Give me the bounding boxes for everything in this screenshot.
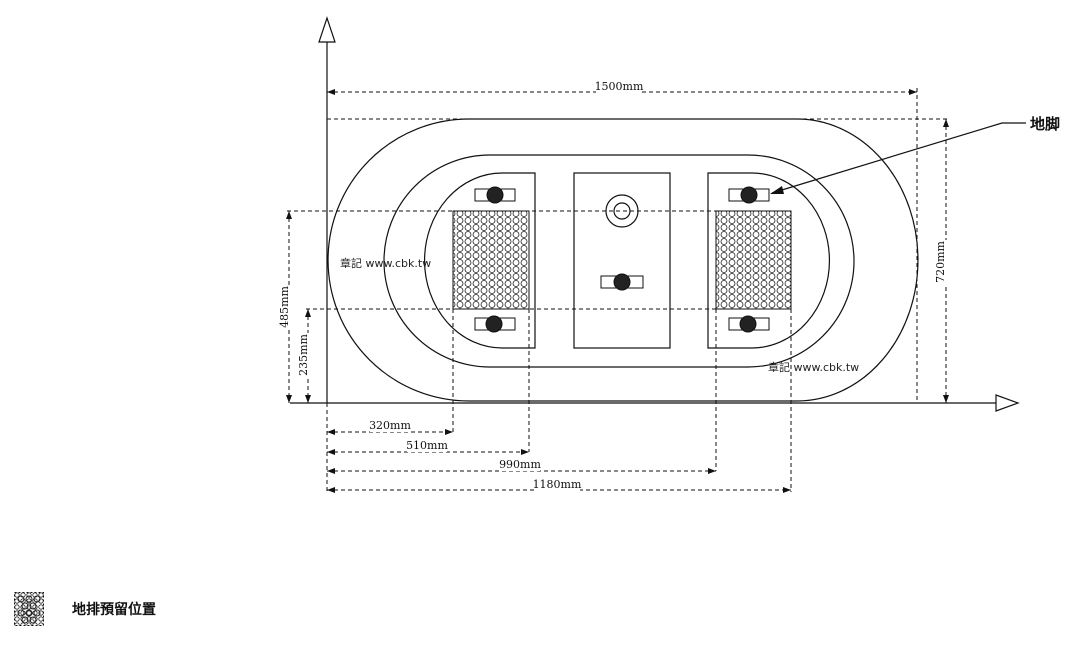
dim-510: 510mm	[406, 439, 448, 452]
dimension-arrows	[286, 89, 949, 493]
left-inner-cell	[423, 172, 536, 349]
dim-235: 235mm	[297, 334, 310, 376]
foot-icon	[728, 186, 770, 204]
axes	[290, 16, 1020, 412]
foot-callout: 地脚	[770, 115, 1060, 194]
center-console	[573, 172, 671, 349]
watermark: 章記 www.cbk.tw	[340, 256, 431, 270]
watermark: 章記 www.cbk.tw	[768, 360, 859, 374]
dim-990: 990mm	[499, 458, 541, 471]
outer-rim	[327, 118, 919, 402]
legend-label: 地排預留位置	[72, 602, 156, 618]
foot-icon	[474, 186, 516, 204]
foot-icon	[728, 315, 770, 333]
foot-icon	[474, 315, 516, 333]
inner-basin	[383, 154, 855, 368]
drain-area-right	[715, 210, 792, 310]
x-axis-arrow-icon	[995, 394, 1020, 412]
dim-485: 485mm	[278, 286, 291, 328]
y-axis-arrow-icon	[318, 16, 336, 43]
tub-outline	[327, 118, 919, 402]
dim-320: 320mm	[369, 419, 411, 432]
foot-icon	[600, 273, 644, 291]
callout-label: 地脚	[1030, 115, 1060, 133]
dim-1180: 1180mm	[533, 478, 582, 491]
feet	[474, 186, 770, 333]
legend: 地排預留位置	[14, 592, 156, 626]
dim-height-total: 720mm	[934, 241, 947, 283]
drain-area-left	[452, 210, 530, 310]
drain-pattern-icon	[14, 592, 44, 626]
right-inner-cell	[707, 172, 831, 349]
dim-width-total: 1500mm	[595, 80, 644, 93]
